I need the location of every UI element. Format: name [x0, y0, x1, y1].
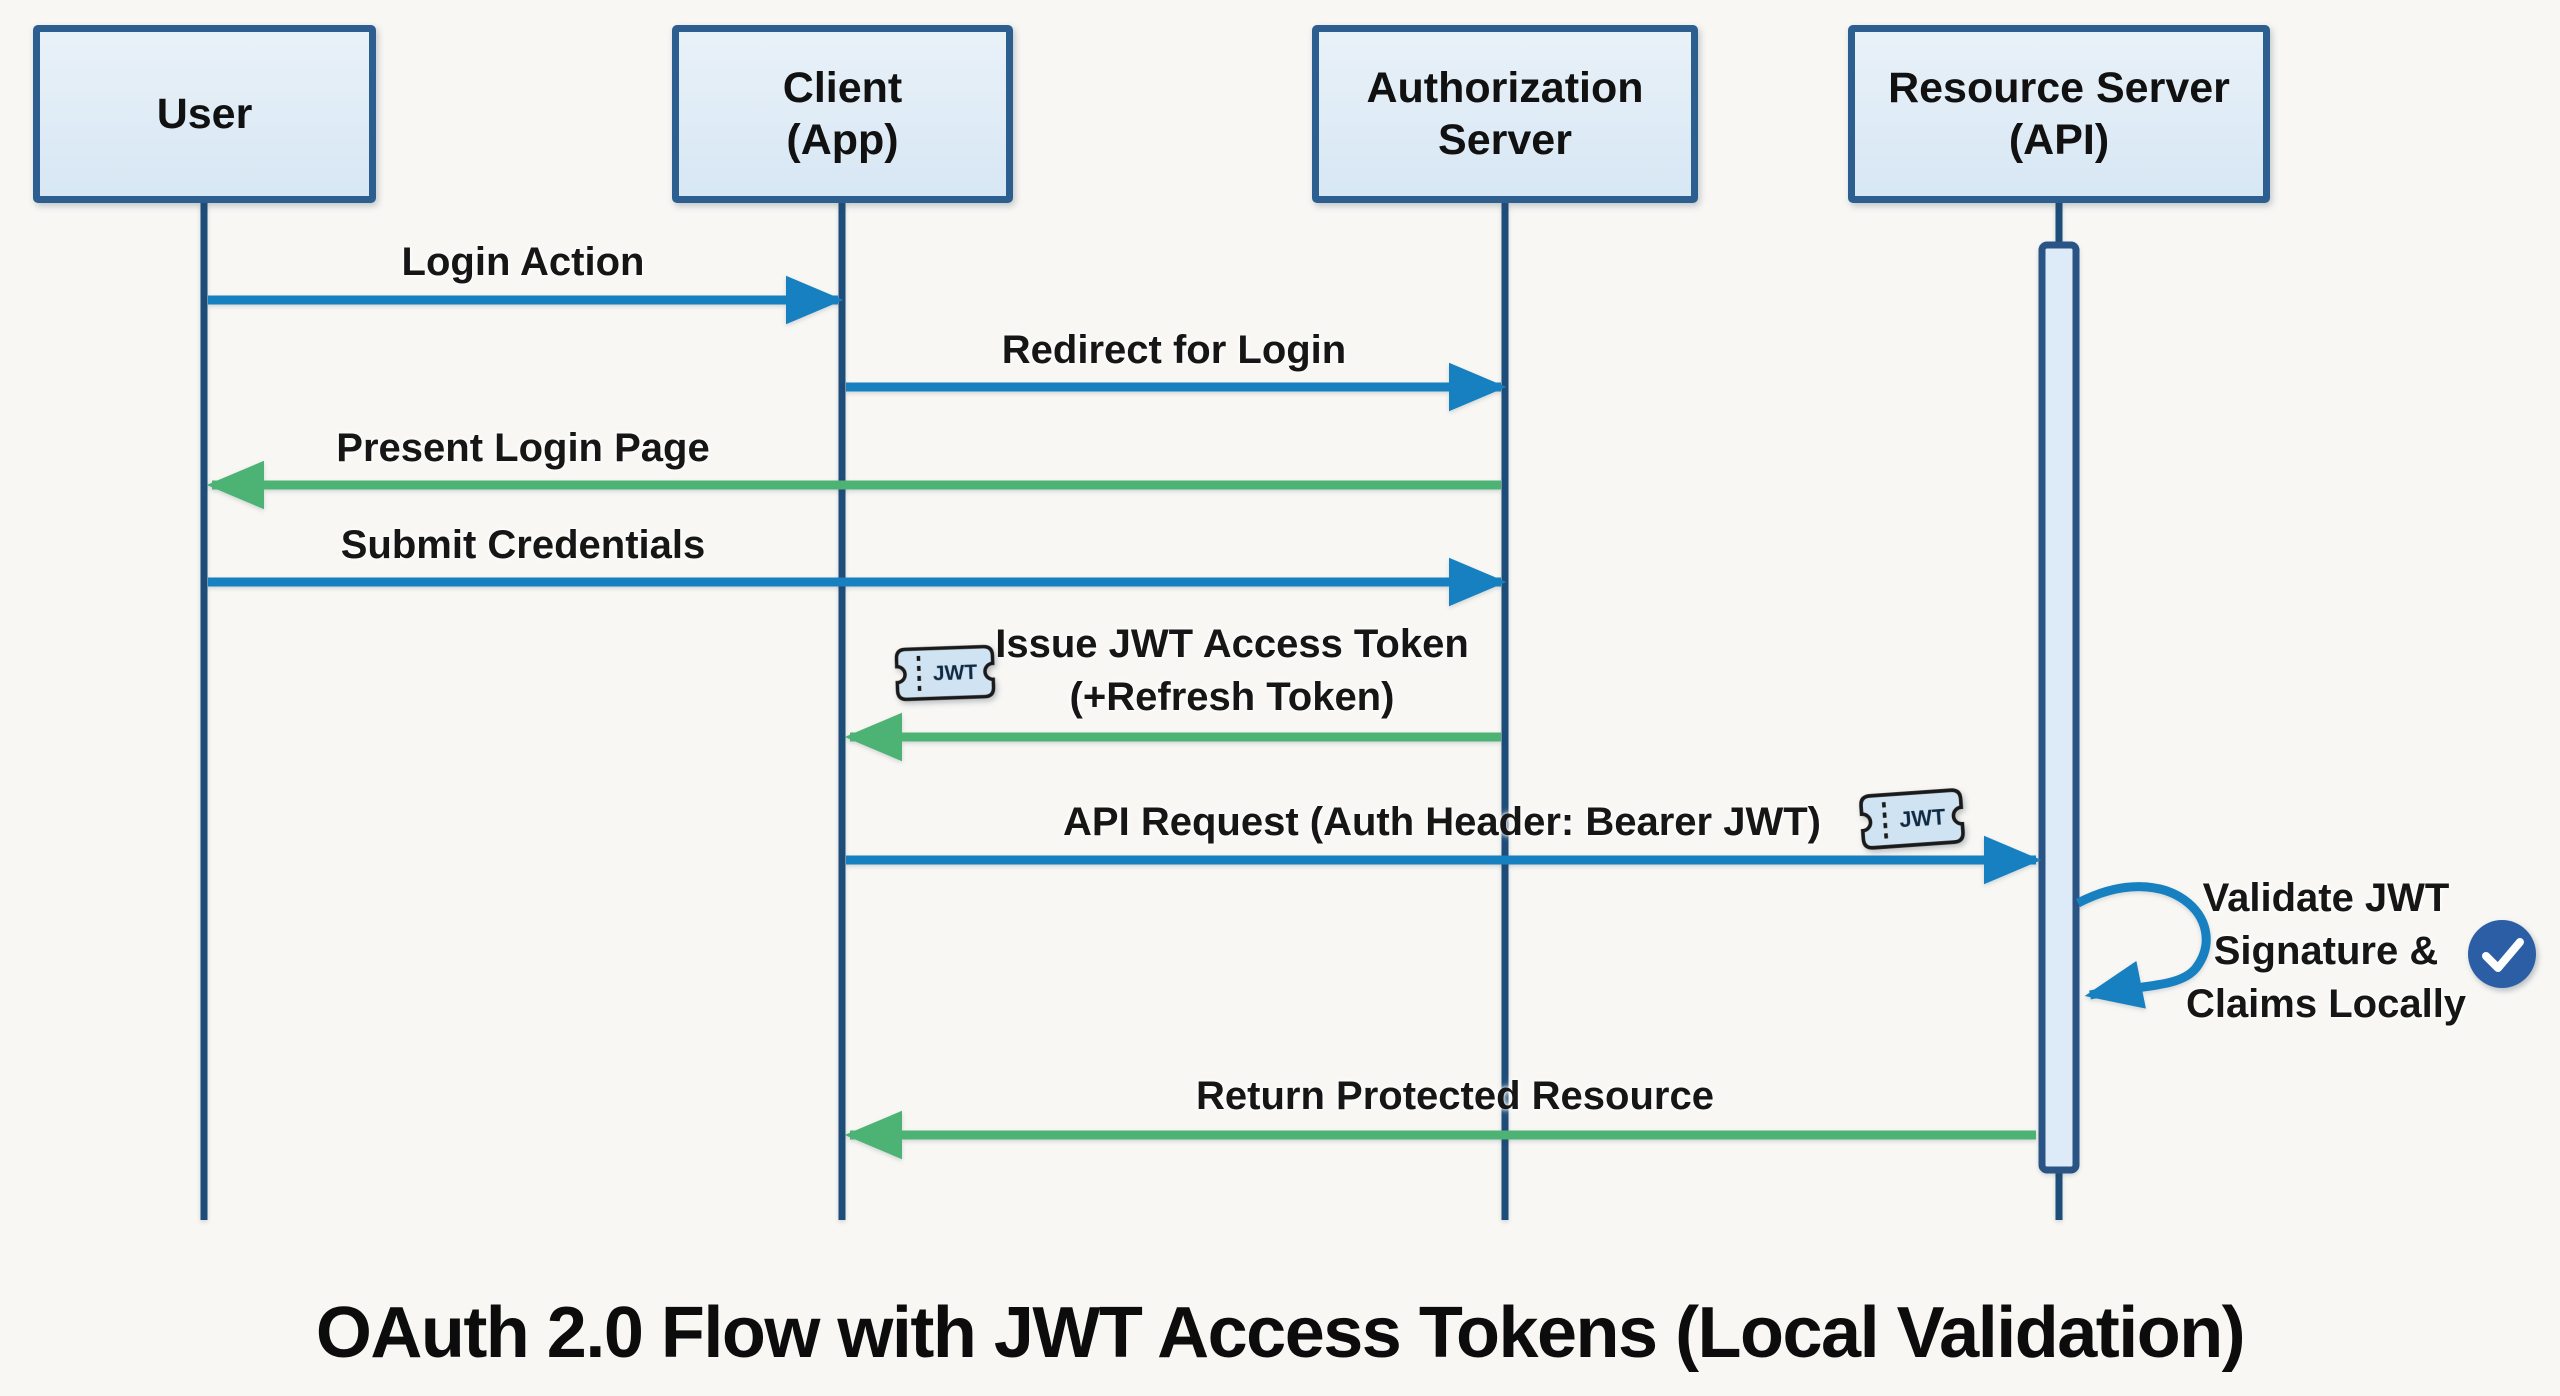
actor-label-resource-server-line2: (API) — [2008, 116, 2110, 164]
actor-label-user: User — [156, 89, 253, 138]
ticket-perforation — [1881, 802, 1889, 840]
diagram-title: OAuth 2.0 Flow with JWT Access Tokens (L… — [315, 1293, 2246, 1373]
jwt-ticket-icon: JWT — [894, 644, 996, 702]
ticket-perforation — [916, 655, 922, 692]
actor-box-user: User — [33, 25, 376, 203]
actor-box-client: Client (App) — [672, 25, 1013, 203]
message-label-issue-jwt-token-line1: Issue JWT Access Token — [995, 622, 1469, 666]
message-label-submit-credentials: Submit Credentials — [340, 523, 706, 567]
message-label-validate-jwt-line3: Claims Locally — [2185, 981, 2467, 1026]
actor-box-auth-server: Authorization Server — [1312, 25, 1698, 203]
actor-label-auth-server-line2: Server — [1438, 116, 1572, 164]
message-label-validate-jwt-line2: Signature & — [2213, 928, 2439, 973]
jwt-ticket-icon: JWT — [1859, 788, 1965, 850]
message-label-validate-jwt: Validate JWT Signature & Claims Locally — [2186, 872, 2466, 1030]
actor-label-auth-server-line1: Authorization — [1366, 63, 1644, 112]
actor-label-resource-server-line1: Resource Server — [1888, 63, 2230, 112]
ticket-jwt-text: JWT — [1899, 804, 1947, 832]
check-mark — [2482, 938, 2524, 972]
message-label-return-protected-resource: Return Protected Resource — [1196, 1074, 1714, 1118]
activation-bar-resource-server — [2038, 241, 2080, 1174]
self-loop-arrow-validate-jwt — [2075, 882, 2211, 1009]
ticket-jwt-text: JWT — [932, 661, 977, 686]
message-label-redirect-for-login: Redirect for Login — [1001, 328, 1347, 372]
actor-label-client-line1: Client — [782, 63, 903, 112]
message-label-login-action: Login Action — [401, 240, 645, 284]
check-circle-icon — [2468, 920, 2536, 988]
actor-label-client-line2: (App) — [786, 116, 899, 164]
actor-box-resource-server: Resource Server (API) — [1848, 25, 2270, 203]
message-label-present-login-page: Present Login Page — [336, 426, 710, 470]
check-circle-background — [2468, 920, 2536, 988]
message-label-issue-jwt-token-line2: (+Refresh Token) — [1069, 674, 1395, 719]
message-label-issue-jwt-token: Issue JWT Access Token (+Refresh Token) — [995, 618, 1469, 724]
message-label-api-request: API Request (Auth Header: Bearer JWT) — [1063, 800, 1821, 844]
message-label-validate-jwt-line1: Validate JWT — [2202, 876, 2450, 920]
